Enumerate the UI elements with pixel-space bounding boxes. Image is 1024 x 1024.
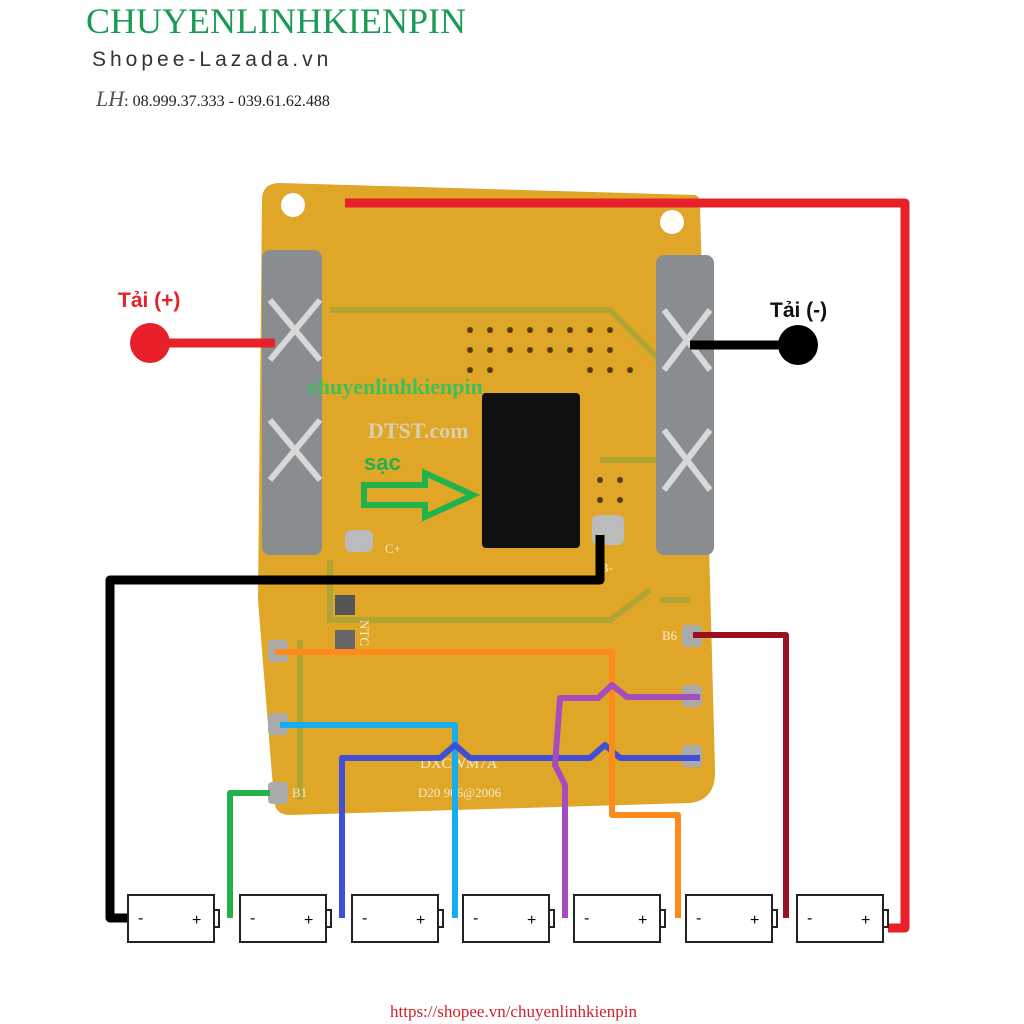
wire-cyan-b2 (280, 722, 458, 918)
battery-body (573, 894, 661, 943)
load-plus-terminal (262, 250, 323, 555)
battery-body (239, 894, 327, 943)
label-c-plus: C+ (385, 541, 401, 556)
battery-nub (213, 909, 220, 928)
charge-arrow-icon (361, 468, 481, 522)
wire-darkred-b6 (693, 632, 789, 918)
battery-nub (325, 909, 332, 928)
battery-pos-label: + (638, 912, 647, 929)
battery-pos-label: + (527, 912, 536, 929)
battery-neg-label: - (138, 910, 143, 927)
battery-cell: -+ (127, 894, 220, 943)
wire-black-bminus (105, 535, 605, 923)
c-plus-pad (345, 530, 373, 552)
battery-cell: -+ (573, 894, 666, 943)
battery-pos-label: + (192, 912, 201, 929)
via-grid (467, 327, 633, 503)
contact-line: LH: 08.999.37.333 - 039.61.62.488 (96, 86, 330, 112)
load-minus-dot (778, 325, 818, 365)
battery-pos-label: + (416, 912, 425, 929)
wire-purple-b4 (552, 682, 700, 918)
battery-body (796, 894, 884, 943)
battery-pos-label: + (750, 912, 759, 929)
battery-cell: -+ (796, 894, 889, 943)
battery-neg-label: - (807, 910, 812, 927)
charge-label: sạc (364, 450, 401, 475)
dc-charge-jack (482, 393, 580, 548)
load-plus-label: Tải (+) (118, 289, 180, 312)
wire-red-main (345, 198, 910, 933)
load-minus-label: Tải (-) (770, 299, 827, 322)
battery-row: -+-+-+-+-+-+-+ (127, 894, 889, 943)
brand-subtitle: Shopee-Lazada.vn (92, 48, 333, 71)
watermark-shop: chuyenlinhkienpin (308, 374, 483, 399)
footer-url: https://shopee.vn/chuyenlinhkienpin (390, 1002, 637, 1021)
brand-title: CHUYENLINHKIENPIN (86, 1, 466, 41)
battery-pos-label: + (304, 912, 313, 929)
battery-neg-label: - (250, 910, 255, 927)
battery-nub (771, 909, 778, 928)
contact-prefix: LH (96, 86, 125, 111)
label-ntc: NTC (357, 620, 372, 646)
label-b6: B6 (662, 628, 678, 643)
battery-body (351, 894, 439, 943)
battery-cell: -+ (239, 894, 332, 943)
load-plus-dot (130, 323, 170, 363)
battery-body (462, 894, 550, 943)
phone-numbers: : 08.999.37.333 - 039.61.62.488 (124, 93, 330, 110)
battery-neg-label: - (584, 910, 589, 927)
battery-cell: -+ (685, 894, 778, 943)
battery-neg-label: - (362, 910, 367, 927)
battery-body (127, 894, 215, 943)
board-date: D20 906@2006 (418, 785, 502, 800)
mount-hole (660, 210, 684, 234)
wire-orange-b5 (275, 649, 681, 918)
battery-neg-label: - (696, 910, 701, 927)
mount-hole (281, 193, 305, 217)
battery-cell: -+ (462, 894, 555, 943)
watermark-site: DTST.com (368, 418, 468, 443)
wire-green-b1 (227, 790, 270, 918)
battery-cell: -+ (351, 894, 444, 943)
load-minus-terminal (656, 255, 714, 555)
battery-neg-label: - (473, 910, 478, 927)
ntc-pad (335, 595, 355, 615)
battery-body (685, 894, 773, 943)
battery-nub (882, 909, 889, 928)
battery-pos-label: + (861, 912, 870, 929)
label-b1: B1 (292, 785, 307, 800)
battery-nub (548, 909, 555, 928)
battery-nub (659, 909, 666, 928)
ntc-pad (335, 630, 355, 650)
battery-nub (437, 909, 444, 928)
